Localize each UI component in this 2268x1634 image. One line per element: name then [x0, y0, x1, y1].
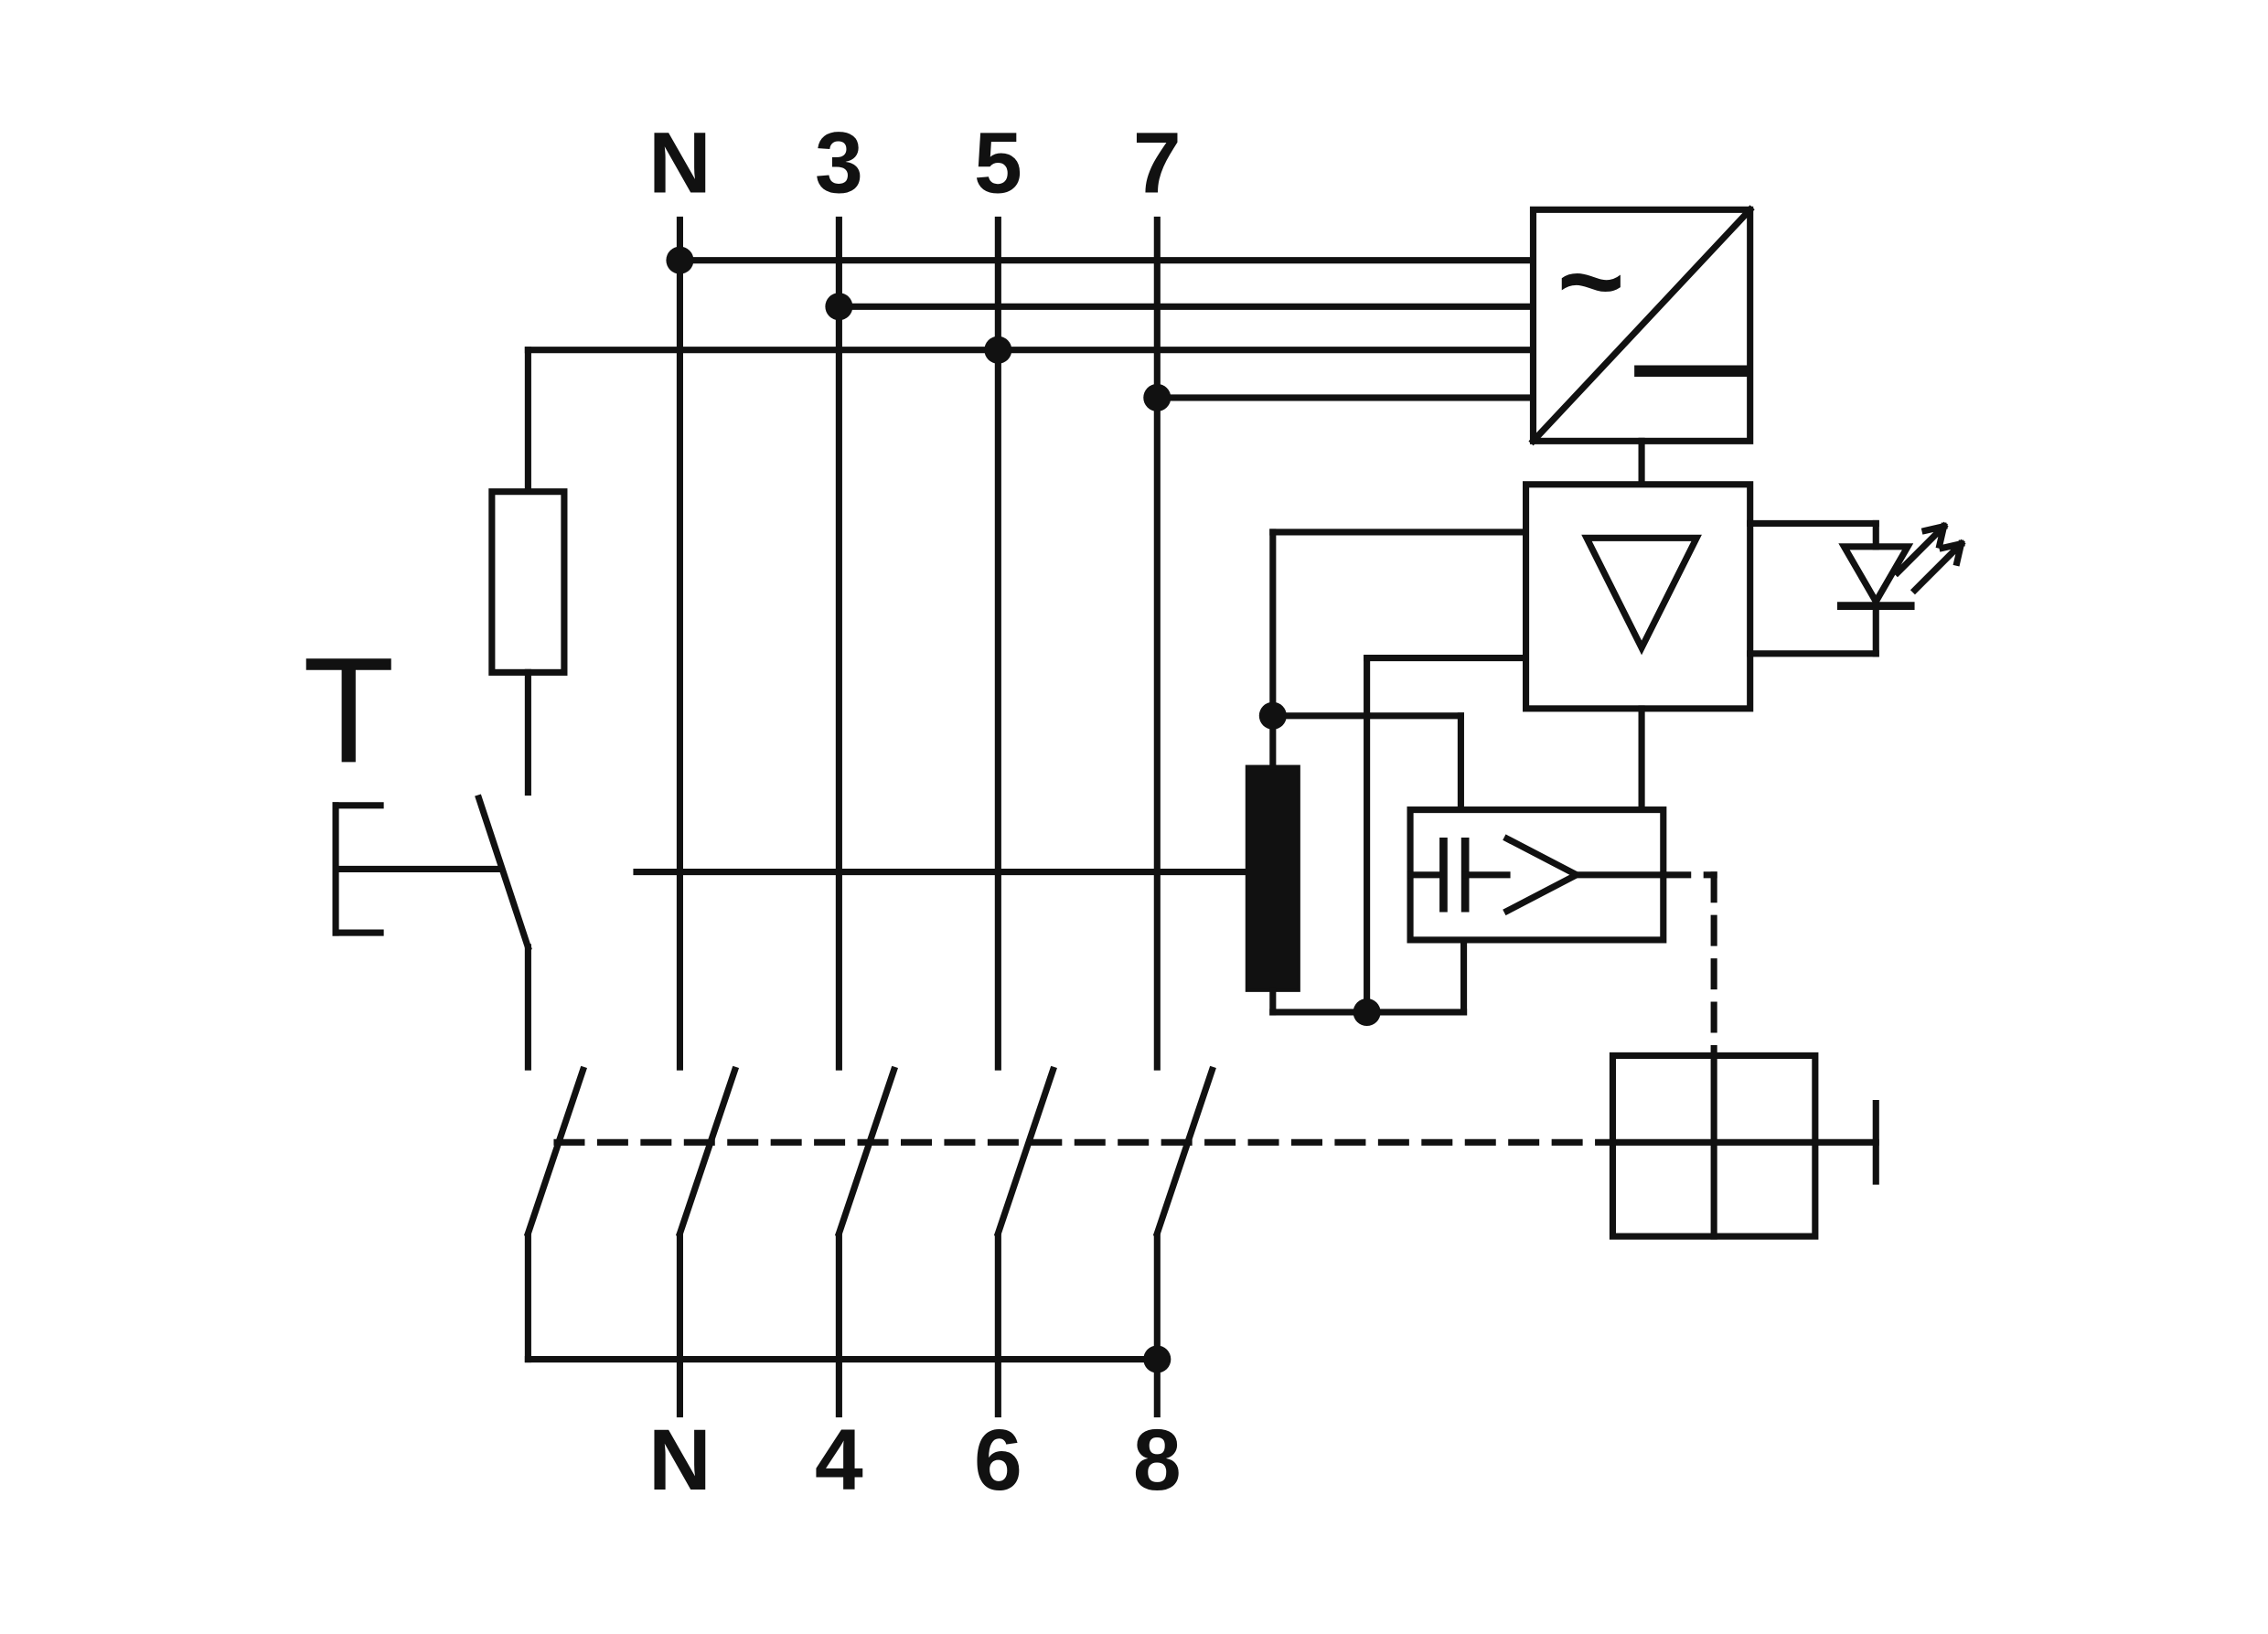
terminal-label-top-3: 3 [815, 114, 863, 211]
main-contacts [523, 1065, 1617, 1238]
top-terminal-labels: N 3 5 7 [648, 114, 1182, 211]
supply-rectifier-block: ~ — [1528, 205, 1755, 488]
test-push-button [332, 802, 504, 936]
led-diode-triangle [1838, 543, 1914, 608]
trip-mechanism-block [1609, 1052, 1879, 1240]
junction-dot-test-return [1143, 1345, 1171, 1373]
summation-current-transformer [633, 529, 1530, 1016]
amplifier-box [1523, 481, 1754, 712]
led-emission-arrow-2 [1910, 539, 1966, 595]
trip-signal-link [1660, 871, 1717, 1059]
test-circuit: T [303, 347, 1161, 1363]
contact-blade-test [523, 1065, 587, 1238]
terminal-label-top-5: 5 [974, 114, 1022, 211]
contact-blade-5 [993, 1065, 1057, 1238]
transformer-core [1245, 764, 1300, 992]
terminal-label-top-7: 7 [1133, 114, 1182, 211]
junction-dot-n-feed [666, 246, 694, 274]
dc-symbol: — [1634, 297, 1750, 427]
junction-dot-secondary-top [1258, 701, 1287, 730]
junction-dots [666, 246, 1381, 1373]
junction-dot-5-feed [984, 336, 1012, 364]
pole-conductors [676, 216, 1161, 1418]
bottom-terminal-labels: N 4 6 8 [648, 1412, 1182, 1509]
capacitor-threshold-block [1407, 806, 1667, 944]
amplifier-triangle-symbol [1581, 534, 1702, 656]
terminal-label-top-n: N [648, 114, 711, 211]
terminal-label-bottom-8: 8 [1133, 1412, 1182, 1509]
contact-blade-n [675, 1065, 740, 1238]
rectifier-feed-wires [524, 257, 1537, 401]
ac-symbol: ~ [1557, 216, 1625, 346]
test-button-label: T [303, 625, 394, 794]
led-emission-arrow-1 [1892, 521, 1949, 578]
contact-blade-7 [1152, 1065, 1216, 1238]
rectifier-diagonal [1528, 205, 1755, 446]
test-resistor [488, 488, 568, 676]
terminal-label-bottom-6: 6 [974, 1412, 1022, 1509]
test-switch-blade [475, 794, 532, 952]
contact-blade-3 [834, 1065, 898, 1238]
terminal-label-bottom-n: N [648, 1412, 711, 1509]
junction-dot-3-feed [825, 293, 853, 321]
amplifier-block [1523, 481, 1754, 814]
operation-indicator-led [1747, 519, 1966, 657]
terminal-label-bottom-4: 4 [815, 1412, 863, 1509]
junction-dot-secondary-bottom [1353, 998, 1381, 1027]
junction-dot-7-feed [1143, 383, 1171, 411]
